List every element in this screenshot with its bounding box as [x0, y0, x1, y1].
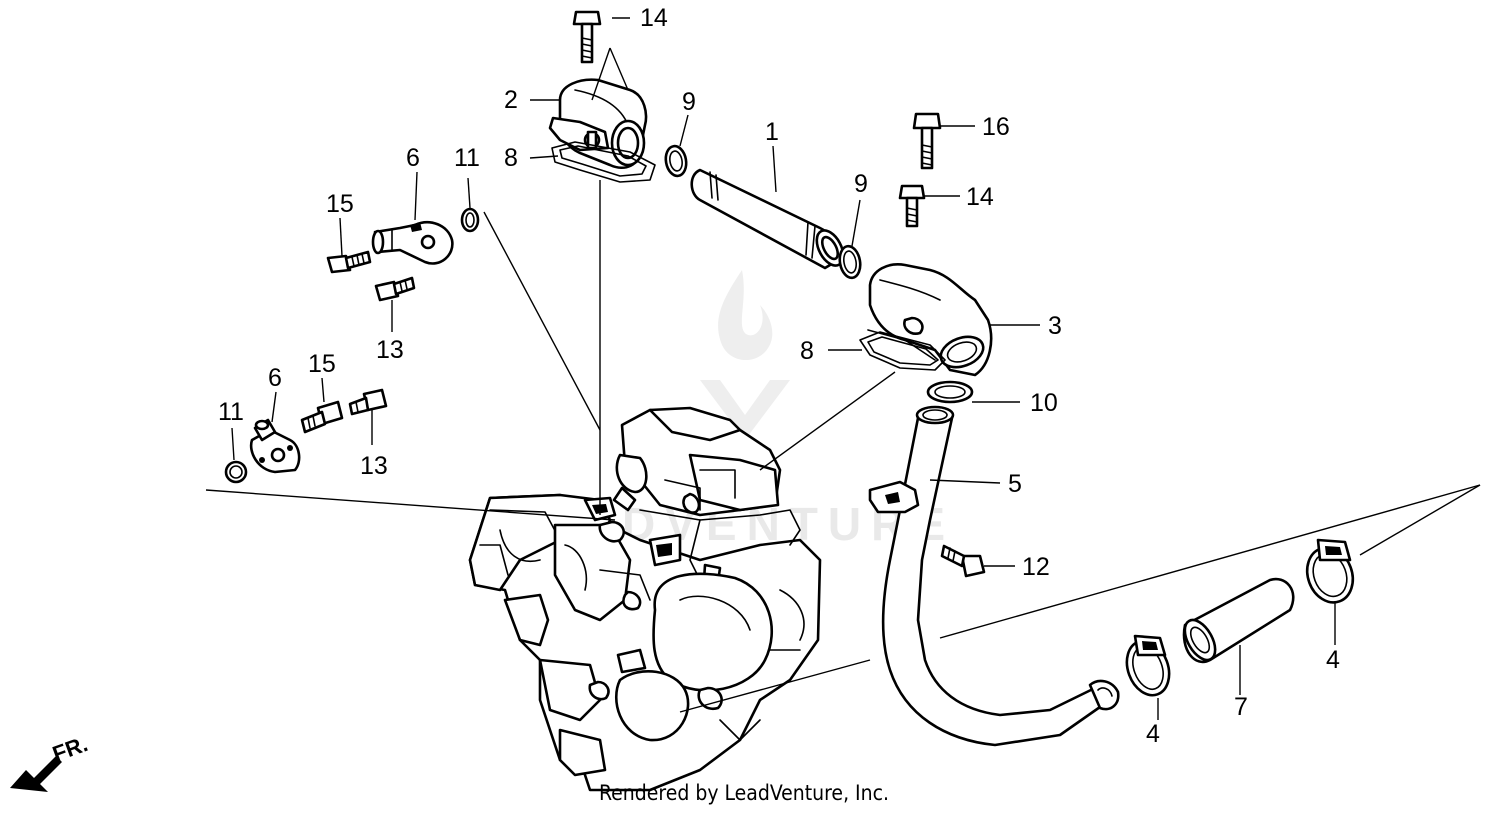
part-11-oring-lower [224, 460, 248, 484]
callout-5: 5 [1008, 470, 1022, 498]
front-arrow-icon [10, 756, 62, 792]
callout-4-left: 4 [1146, 720, 1160, 748]
part-2-elbow-housing [548, 78, 648, 170]
part-6-fitting-lower [249, 418, 301, 474]
part-14-bolt-right [898, 184, 926, 228]
part-3-elbow-housing [867, 263, 993, 377]
callout-11-upper: 11 [454, 144, 480, 172]
part-13-bolt-lower [348, 388, 388, 416]
part-4-clamp-right [1305, 538, 1355, 604]
render-credit: Rendered by LeadVenture, Inc. [599, 781, 889, 805]
callout-2: 2 [504, 86, 518, 114]
callout-8-lower: 8 [800, 337, 814, 365]
part-5-coolant-pipe [868, 405, 1120, 747]
part-12-bolt [940, 544, 986, 578]
part-8-gasket-lower [859, 331, 946, 371]
callout-9-upper: 9 [682, 88, 696, 116]
leader-lines [205, 17, 1481, 720]
callout-11-lower: 11 [218, 398, 244, 426]
front-indicator: FR. [10, 731, 91, 792]
part-14-bolt-top [572, 10, 602, 64]
callout-14-top: 14 [640, 4, 668, 32]
part-9-oring-upper [664, 144, 688, 178]
callout-10: 10 [1030, 389, 1058, 417]
front-label: FR. [49, 731, 91, 767]
callout-15-upper: 15 [326, 190, 354, 218]
callout-7: 7 [1234, 693, 1248, 721]
callout-14-right: 14 [966, 183, 994, 211]
part-7-hose [1182, 577, 1295, 664]
part-10-oring [926, 380, 974, 404]
callout-3: 3 [1048, 312, 1062, 340]
callout-13-lower: 13 [360, 452, 388, 480]
part-9-oring-lower [838, 244, 862, 280]
part-4-clamp-left [1125, 634, 1171, 697]
callout-15-lower: 15 [308, 350, 336, 378]
callout-1: 1 [765, 118, 779, 146]
callouts: 14 2 8 9 1 9 16 14 3 8 10 5 12 4 7 4 6 1… [218, 4, 1340, 748]
engine-block [468, 406, 822, 792]
callout-8-upper: 8 [504, 144, 518, 172]
callout-6-lower: 6 [268, 364, 282, 392]
part-16-bolt [912, 112, 942, 170]
part-8-gasket-upper [551, 141, 656, 183]
part-15-bolt-upper [326, 250, 372, 274]
callout-4-right: 4 [1326, 646, 1340, 674]
callout-16: 16 [982, 113, 1010, 141]
callout-13-upper: 13 [376, 336, 404, 364]
part-15-bolt-lower [300, 400, 344, 434]
part-13-bolt-upper [374, 276, 416, 302]
part-11-oring-upper [460, 207, 480, 233]
callout-9-lower: 9 [854, 170, 868, 198]
part-6-fitting-upper [371, 220, 454, 265]
callout-12: 12 [1022, 553, 1050, 581]
callout-6-upper: 6 [406, 144, 420, 172]
part-1-water-pipe [690, 168, 845, 270]
